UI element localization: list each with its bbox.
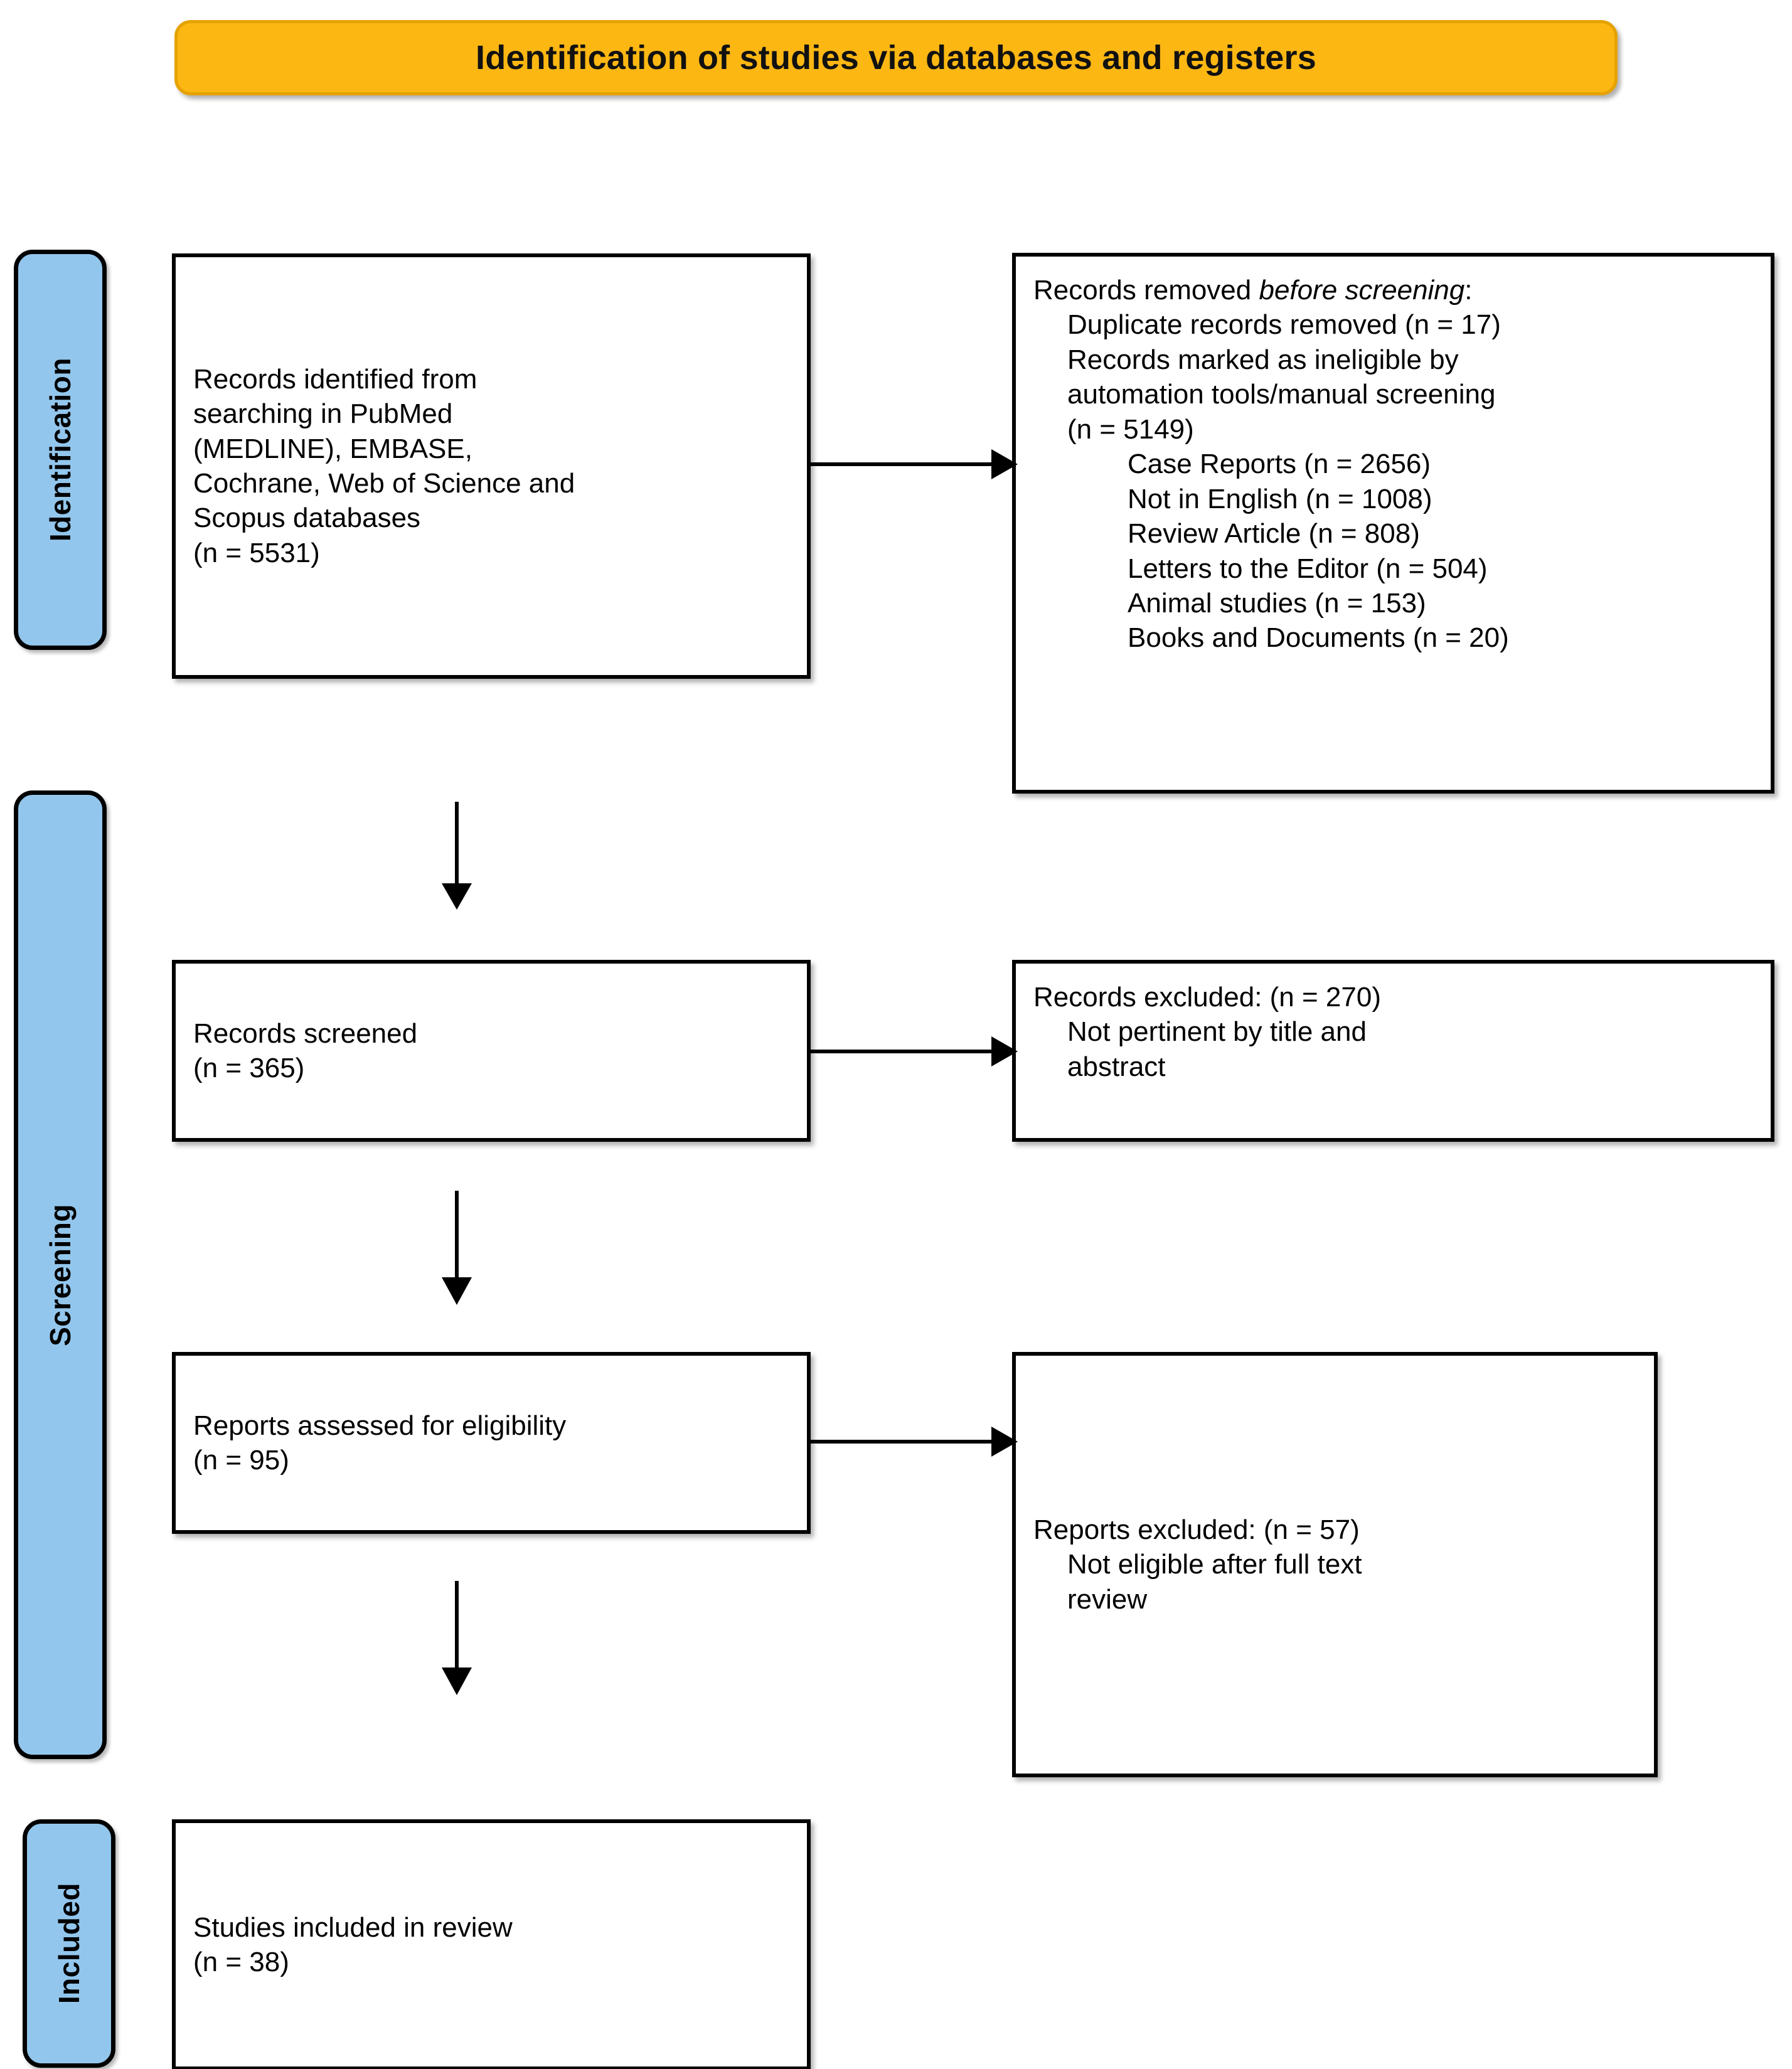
box-reports-assessed-for-eligibility: Reports assessed for eligibility (n = 95… xyxy=(172,1352,811,1534)
phase-label-included: Included xyxy=(53,1883,85,2004)
phase-bar-screening: Screening xyxy=(14,790,107,1759)
records-removed-ineligible-line-1: Records marked as ineligible by xyxy=(1067,344,1459,375)
records-excluded-heading: Records excluded: (n = 270) xyxy=(1033,982,1381,1013)
phase-label-screening: Screening xyxy=(44,1203,77,1346)
studies-included-count: (n = 38) xyxy=(193,1947,289,1977)
records-identified-line-4: Cochrane, Web of Science and xyxy=(193,468,575,499)
records-excluded-reason-line-1: Not pertinent by title and xyxy=(1067,1016,1367,1048)
reports-excluded-heading: Reports excluded: (n = 57) xyxy=(1033,1514,1360,1545)
box-records-screened: Records screened (n = 365) xyxy=(172,960,811,1142)
records-removed-heading-italic: before screening xyxy=(1259,275,1465,306)
diagram-title-banner: Identification of studies via databases … xyxy=(174,20,1618,95)
phase-bar-identification: Identification xyxy=(14,250,107,650)
records-removed-reason-not-in-english: Not in English (n = 1008) xyxy=(1128,483,1432,514)
records-removed-reason-case-reports: Case Reports (n = 2656) xyxy=(1128,449,1431,480)
arrow-identified-to-screened xyxy=(438,802,476,910)
reports-excluded-reason-line-1: Not eligible after full text xyxy=(1067,1549,1362,1580)
arrow-screened-to-eligibility xyxy=(438,1191,476,1305)
records-screened-count: (n = 365) xyxy=(193,1053,305,1083)
box-reports-excluded: Reports excluded: (n = 57) Not eligible … xyxy=(1012,1352,1658,1777)
box-records-excluded: Records excluded: (n = 270) Not pertinen… xyxy=(1012,960,1774,1142)
reports-assessed-label: Reports assessed for eligibility xyxy=(193,1410,567,1441)
reports-assessed-count: (n = 95) xyxy=(193,1445,289,1476)
records-identified-line-2: searching in PubMed xyxy=(193,398,453,430)
box-records-removed-before-screening: Records removed before screening: Duplic… xyxy=(1012,253,1774,794)
arrow-identified-to-removed xyxy=(811,445,1018,483)
phase-label-identification: Identification xyxy=(44,358,77,542)
records-identified-line-3: (MEDLINE), EMBASE, xyxy=(193,433,472,464)
records-removed-reason-review-article: Review Article (n = 808) xyxy=(1128,518,1420,550)
records-removed-ineligible-count: (n = 5149) xyxy=(1067,413,1194,445)
records-removed-ineligible-line-2: automation tools/manual screening xyxy=(1067,379,1496,410)
box-studies-included-in-review: Studies included in review (n = 38) xyxy=(172,1819,811,2069)
records-removed-reason-books-and-documents: Books and Documents (n = 20) xyxy=(1128,622,1509,654)
records-removed-duplicates: Duplicate records removed (n = 17) xyxy=(1067,309,1501,341)
records-screened-label: Records screened xyxy=(193,1018,418,1049)
records-removed-reason-letters-to-editor: Letters to the Editor (n = 504) xyxy=(1128,553,1488,584)
records-removed-heading: Records removed before screening: xyxy=(1033,273,1753,307)
arrow-screened-to-records-excluded xyxy=(811,1033,1018,1070)
arrow-eligibility-to-included xyxy=(438,1581,476,1695)
records-identified-line-1: Records identified from xyxy=(193,363,477,395)
box-records-identified: Records identified from searching in Pub… xyxy=(172,253,811,679)
records-identified-line-5: Scopus databases xyxy=(193,503,421,534)
records-identified-count: (n = 5531) xyxy=(193,537,320,568)
records-removed-reason-animal-studies: Animal studies (n = 153) xyxy=(1128,587,1426,619)
records-removed-heading-suffix: : xyxy=(1464,275,1473,306)
diagram-title-text: Identification of studies via databases … xyxy=(476,39,1316,77)
studies-included-label: Studies included in review xyxy=(193,1912,513,1943)
records-excluded-reason-line-2: abstract xyxy=(1067,1051,1166,1082)
arrow-eligibility-to-reports-excluded xyxy=(811,1423,1018,1460)
phase-bar-included: Included xyxy=(23,1819,115,2068)
reports-excluded-reason-line-2: review xyxy=(1067,1583,1148,1615)
records-removed-heading-prefix: Records removed xyxy=(1033,275,1259,306)
